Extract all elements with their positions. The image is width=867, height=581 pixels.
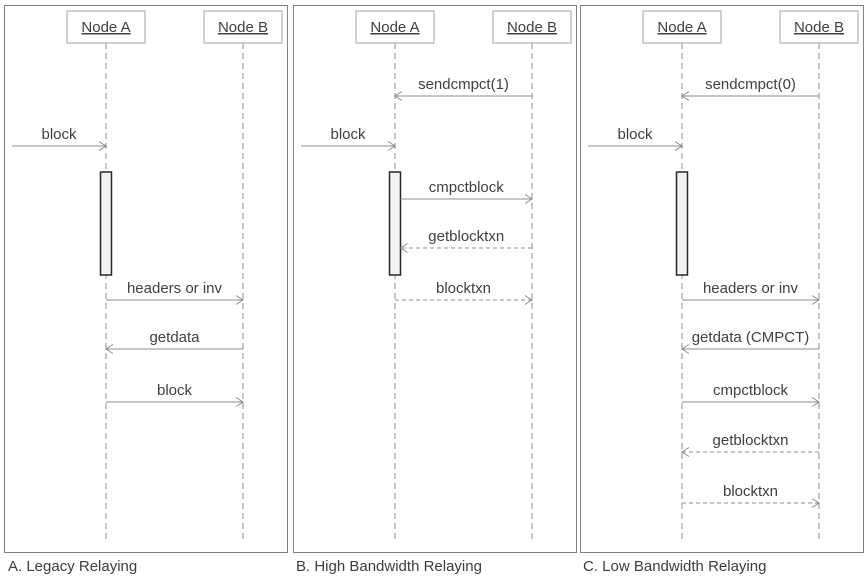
message-label: getdata (CMPCT) [692,329,810,346]
message-headers-or-inv: headers or inv [106,280,244,305]
message-sendcmpct-1: sendcmpct(1) [394,76,532,101]
message-sendcmpct-0: sendcmpct(0) [681,76,819,101]
arrowhead-icon [681,447,690,457]
caption-high-bandwidth-relaying: B. High Bandwidth Relaying [296,558,482,575]
message-block: block [301,126,396,151]
sequence-diagram-high-bandwidth-relaying: Node A Node B sendcmpct(1) block cmpctblock g… [301,10,572,543]
message-block: block [106,382,244,407]
actor-box-node-a [642,10,722,44]
actor-label-node-b: Node B [507,19,557,36]
actor-label-node-b: Node B [794,19,844,36]
message-getblocktxn: getblocktxn [681,432,819,457]
message-blocktxn: blocktxn [395,280,533,305]
arrowhead-icon [235,295,244,305]
message-getdata-cmpct: getdata (CMPCT) [681,329,819,354]
message-label: cmpctblock [713,382,789,399]
arrowhead-icon [394,91,403,101]
message-headers-or-inv: headers or inv [682,280,820,305]
arrowhead-icon [235,397,244,407]
arrowhead-icon [524,194,533,204]
arrowhead-icon [681,344,690,354]
message-block: block [588,126,683,151]
actor-label-node-a: Node A [370,19,419,36]
message-label: block [617,126,653,143]
arrowhead-icon [681,91,690,101]
message-getblocktxn: getblocktxn [399,228,532,253]
message-label: block [157,382,193,399]
arrowhead-icon [98,141,107,151]
message-cmpctblock: cmpctblock [400,179,533,204]
arrowhead-icon [399,243,408,253]
panel-low-bandwidth-relaying: Node A Node B sendcmpct(0) block headers or … [580,5,864,553]
message-label: headers or inv [127,280,223,297]
message-label: getdata [149,329,200,346]
actor-box-node-a [355,10,435,44]
message-label: blocktxn [723,483,778,500]
arrowhead-icon [811,498,820,508]
activation-bar [675,171,689,276]
message-cmpctblock: cmpctblock [682,382,820,407]
message-label: sendcmpct(1) [418,76,509,93]
activation-bar [388,171,402,276]
caption-low-bandwidth-relaying: C. Low Bandwidth Relaying [583,558,767,575]
sequence-diagram-legacy-relaying: Node A Node B block headers or inv getdata bl… [12,10,283,543]
actor-box-node-b [203,10,283,44]
arrowhead-icon [811,295,820,305]
message-blocktxn: blocktxn [682,483,820,508]
activation-bar [99,171,113,276]
actor-box-node-b [779,10,859,44]
message-label: getblocktxn [428,228,504,245]
message-getdata: getdata [105,329,243,354]
message-label: block [41,126,77,143]
message-block: block [12,126,107,151]
sequence-diagram-low-bandwidth-relaying: Node A Node B sendcmpct(0) block headers or … [588,10,859,543]
message-label: sendcmpct(0) [705,76,796,93]
actor-label-node-b: Node B [218,19,268,36]
message-label: blocktxn [436,280,491,297]
caption-legacy-relaying: A. Legacy Relaying [8,558,138,575]
arrowhead-icon [105,344,114,354]
actor-box-node-b [492,10,572,44]
panel-high-bandwidth-relaying: Node A Node B sendcmpct(1) block cmpctblock g… [293,5,577,553]
message-label: block [330,126,366,143]
arrowhead-icon [387,141,396,151]
actor-label-node-a: Node A [81,19,130,36]
actor-box-node-a [66,10,146,44]
actor-label-node-a: Node A [657,19,706,36]
arrowhead-icon [674,141,683,151]
message-label: cmpctblock [429,179,505,196]
arrowhead-icon [811,397,820,407]
message-label: getblocktxn [713,432,789,449]
arrowhead-icon [524,295,533,305]
message-label: headers or inv [703,280,799,297]
panel-legacy-relaying: Node A Node B block headers or inv getdata bl… [4,5,288,553]
